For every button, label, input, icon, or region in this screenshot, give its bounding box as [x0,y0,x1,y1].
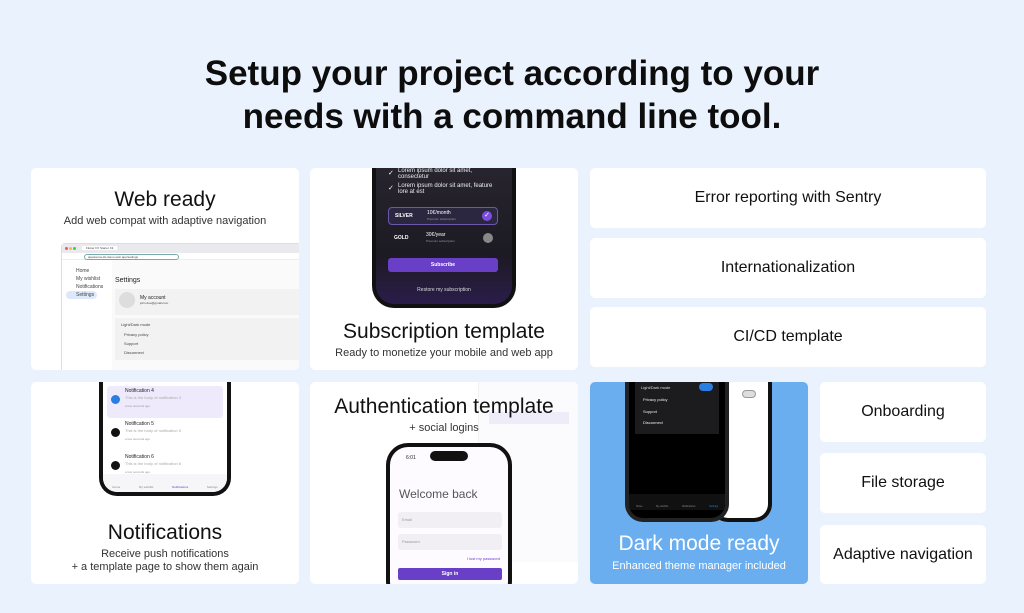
web-sidebar: Home My wishlist Notifications Settings [62,260,112,370]
card-dark-mode: Light/Dark mode Privacy policy Support D… [590,382,808,584]
plan-silver[interactable]: SILVER 10€/month Premium subscription ✓ [388,207,498,225]
account-name: My account [140,295,166,301]
feature-adaptive-navigation: Adaptive navigation [820,525,986,584]
card-notifications: Notification 4 This is the body of notif… [31,382,299,584]
card-title: Authentication template [334,395,554,418]
notification-body: This is the body of notification 5 [125,428,182,433]
tab-wishlist[interactable]: My wishlist [138,485,154,489]
plan-gold[interactable]: GOLD 30€/year Premium subscription [388,230,498,248]
password-input[interactable]: Password [398,534,502,550]
plan-name: GOLD [394,235,409,241]
card-subtitle: Enhanced theme manager included [612,560,786,572]
tab-notifications[interactable]: Notifications [171,485,189,489]
notification-body: This is the body of notification 4 [125,395,182,400]
bell-icon [111,428,120,437]
phone-mockup: Notification 4 This is the body of notif… [99,382,231,496]
feature-2: Lorem ipsum dolor sit amet, feature lore… [398,183,493,195]
bell-icon [111,461,120,470]
feature-internationalization: Internationalization [590,238,986,298]
tab-settings[interactable]: Settings [206,485,218,489]
card-title: Web ready [114,188,216,211]
notification-body: This is the body of notification 6 [125,461,182,466]
browser-tabbar: Flutter FX Starter Kit [62,244,299,253]
plan-desc: Premium subscription [427,217,456,221]
feature-1: Lorem ipsum dolor sit amet, consectetur [398,168,473,180]
card-subtitle: Add web compat with adaptive navigation [63,215,267,227]
toggle-on[interactable] [699,383,713,391]
lost-password-link[interactable]: I lost my password [466,556,500,561]
headline-line-2: needs with a command line tool. [242,97,782,136]
restore-link[interactable]: Restore my subscription [417,287,471,293]
plan-price: 10€/month [427,210,451,216]
password-placeholder: Password [402,539,420,544]
plan-desc: Premium subscription [426,239,455,243]
notification-time: a few seconds ago [125,470,151,474]
card-web-ready: Web ready Add web compat with adaptive n… [31,168,299,370]
bottom-tab-bar: Home My wishlist Notifications Settings [103,474,227,492]
account-email: john.doe@gmail.com [140,301,169,305]
notification-title: Notification 5 [125,421,154,427]
feature-error-reporting: Error reporting with Sentry [590,168,986,228]
nav-wishlist[interactable]: My wishlist [76,276,101,282]
browser-url: apparence-kit-demo.web.app/settings [84,254,180,260]
nav-settings[interactable]: Settings [66,291,98,299]
notification-icon [111,395,120,404]
card-title: Subscription template [343,320,545,343]
tab-wishlist[interactable]: My wishlist [656,505,669,508]
feature-file-storage: File storage [820,453,986,513]
status-time: 6:01 [406,455,416,461]
tab-notifications[interactable]: Notifications [681,505,696,508]
bottom-tab-bar: Home My wishlist Notifications Settings [629,494,725,510]
selected-check-icon: ✓ [482,211,492,221]
notification-title: Notification 6 [125,454,154,460]
notification-title: Notification 4 [125,388,154,394]
card-subtitle: Ready to monetize your mobile and web ap… [335,347,553,359]
card-subtitle: Receive push notifications [101,548,229,560]
page-title: Settings [115,277,141,284]
dynamic-island [430,451,468,461]
phone-mockup: 6:01 Welcome back Email Password I lost … [386,443,512,584]
tab-home[interactable]: Home [635,505,643,508]
radio-icon [483,233,493,243]
notification-time: a few seconds ago [125,437,151,441]
headline: Setup your project according to your need… [0,52,1024,138]
subscribe-button[interactable]: Subscribe [388,258,498,272]
sign-in-button[interactable]: Sign in [398,568,502,580]
plan-price: 30€/year [426,232,446,238]
phone-mockup: Lorem ipsum dolor sit amet, consectetur … [372,168,516,308]
card-authentication: Authentication template + social logins … [310,382,578,584]
headline-line-1: Setup your project according to your [204,54,820,93]
welcome-heading: Welcome back [399,487,478,501]
privacy-item[interactable]: Privacy policy [643,397,668,402]
mode-label: Light/Dark mode [641,385,671,390]
support-item[interactable]: Support [124,341,139,346]
dark-phone-mockup: Light/Dark mode Privacy policy Support D… [625,382,729,522]
nav-notifications[interactable]: Notifications [76,284,104,290]
mode-label: Light/Dark mode [121,322,151,327]
plan-name: SILVER [395,213,413,219]
feature-onboarding: Onboarding [820,382,986,442]
support-item[interactable]: Support [643,409,658,414]
tab-settings[interactable]: Settings [709,505,719,508]
card-subscription: Lorem ipsum dolor sit amet, consectetur … [310,168,578,370]
card-subtitle: + social logins [409,422,479,434]
privacy-item[interactable]: Privacy policy [124,332,149,337]
tab-home[interactable]: Home [112,485,121,489]
disconnect-item[interactable]: Disconnect [643,420,663,425]
email-input[interactable]: Email [398,512,502,528]
avatar [119,292,135,308]
toggle-off[interactable] [742,390,756,398]
card-title: Dark mode ready [618,532,780,555]
card-title: Notifications [107,521,223,544]
check-icon: ✓ [388,185,394,192]
check-icon: ✓ [388,170,394,177]
browser-mockup: Flutter FX Starter Kit apparence-kit-dem… [61,243,299,370]
nav-home[interactable]: Home [76,268,90,274]
notification-time: a few seconds ago [125,404,151,408]
email-placeholder: Email [402,517,413,522]
feature-cicd: CI/CD template [590,307,986,367]
disconnect-item[interactable]: Disconnect [124,350,144,355]
browser-tab: Flutter FX Starter Kit [82,246,118,250]
card-subtitle-2: + a template page to show them again [71,561,259,573]
